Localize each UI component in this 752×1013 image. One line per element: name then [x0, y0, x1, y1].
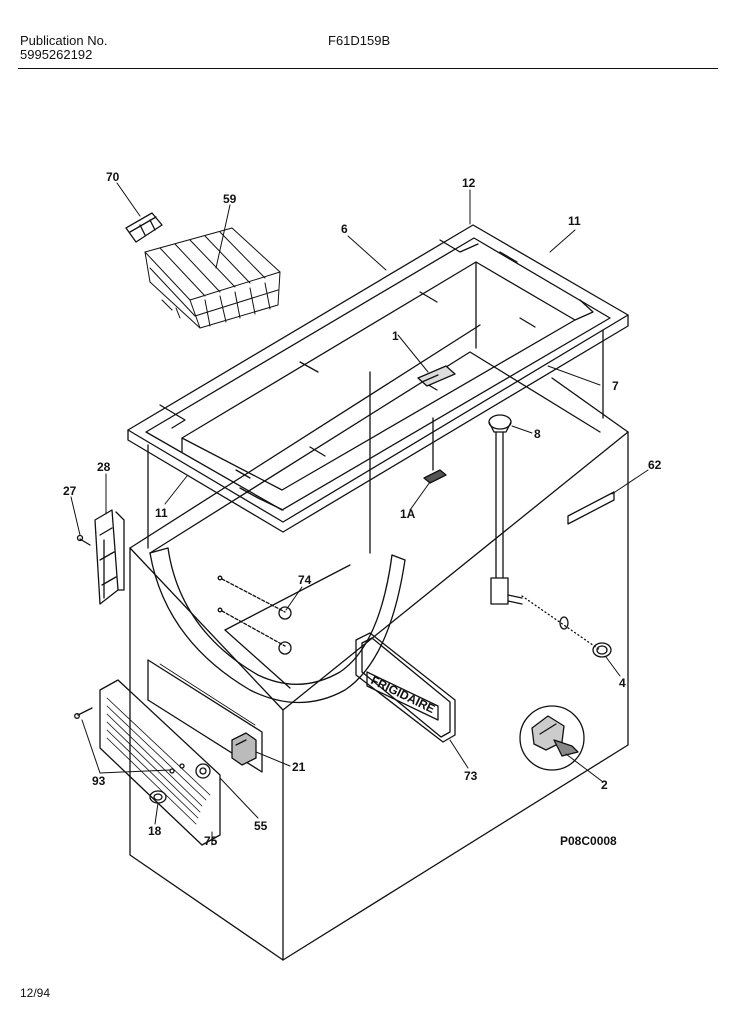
model-number: F61D159B: [328, 33, 391, 48]
callout-73: 73: [464, 769, 478, 783]
callout-27: 27: [63, 484, 77, 498]
keeper-part: [423, 469, 447, 484]
publication-label: Publication No.: [20, 33, 108, 48]
callout-11-top: 11: [568, 214, 581, 228]
header-rule: [18, 68, 718, 69]
cutaway-opening: [149, 547, 406, 704]
callout-93: 93: [92, 774, 106, 788]
leader-lines: [70, 182, 649, 846]
screws: [74, 707, 185, 774]
callout-18: 18: [148, 824, 162, 838]
callout-28: 28: [97, 460, 111, 474]
hinge: [94, 509, 125, 605]
callout-6: 6: [341, 222, 348, 236]
diagram-reference: P08C0008: [560, 834, 617, 848]
grille: [99, 679, 221, 846]
lock-part: [417, 365, 456, 387]
callout-74: 74: [298, 573, 312, 587]
callout-75: 75: [204, 834, 218, 848]
drain-plug: [488, 414, 512, 433]
callout-7: 7: [612, 379, 619, 393]
callout-8: 8: [534, 427, 541, 441]
callout-12: 12: [462, 176, 476, 190]
hinge-screw: [76, 534, 91, 546]
callout-70: 70: [106, 170, 120, 184]
nameplate: [567, 491, 615, 525]
callout-21: 21: [292, 760, 306, 774]
cabinet-body: [129, 324, 629, 961]
footer-date: 12/94: [20, 986, 51, 1000]
callout-2: 2: [601, 778, 608, 792]
basket: [144, 227, 281, 329]
machine-compartment: [147, 659, 263, 773]
detail-circle: [519, 705, 585, 771]
callout-1A: 1A: [400, 507, 416, 521]
callout-55: 55: [254, 819, 268, 833]
callout-4: 4: [619, 676, 626, 690]
callout-62: 62: [648, 458, 662, 472]
lid-frame: [127, 224, 629, 533]
drain-tube: [490, 431, 601, 651]
badge-text: FRIGIDAIRE: [369, 673, 437, 716]
callout-59: 59: [223, 192, 237, 206]
callout-11-bottom: 11: [155, 506, 168, 520]
callout-1: 1: [392, 329, 399, 343]
badge-panel: FRIGIDAIRE: [355, 632, 456, 743]
gasket-clips: [217, 575, 292, 655]
terminal-block: [231, 732, 257, 766]
callout-labels: 70 59 6 12 11 1 7 8 62 28 27 11 1A 74 4 …: [63, 170, 662, 848]
publication-number: 5995262192: [20, 47, 93, 62]
basket-divider: [125, 212, 163, 243]
drain-cap: [559, 616, 612, 658]
